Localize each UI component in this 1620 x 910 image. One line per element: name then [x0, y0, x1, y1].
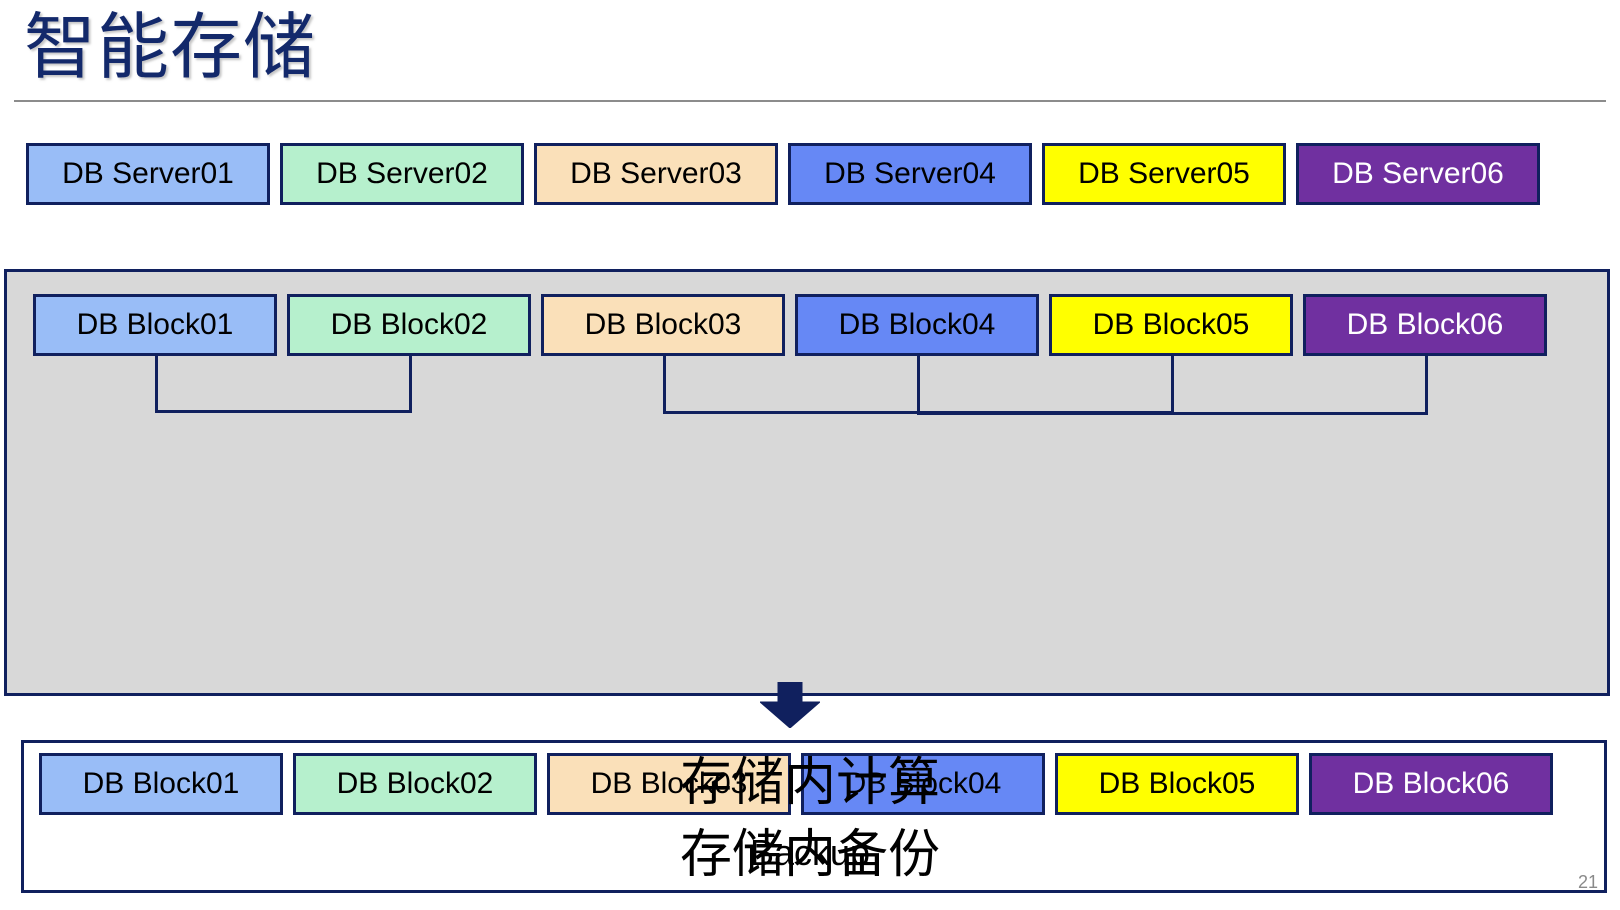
- db-block-box-3[interactable]: DB Block03: [541, 294, 785, 356]
- down-arrow-icon: [760, 682, 820, 728]
- connector-vline-DB Block03: [663, 356, 666, 411]
- db-block-box-6[interactable]: DB Block06: [1303, 294, 1547, 356]
- caption-line-1: 存储内计算: [679, 754, 940, 812]
- connector-vline-DB Block06: [1425, 356, 1428, 412]
- backup-block-box-5[interactable]: DB Block05: [1055, 753, 1299, 815]
- connector-hline-DB Block04-DB Block06: [917, 412, 1428, 415]
- db-server-box-1[interactable]: DB Server01: [26, 143, 270, 205]
- backup-block-box-6[interactable]: DB Block06: [1309, 753, 1553, 815]
- storage-label: Storage: [7, 902, 1613, 910]
- backup-block-box-3[interactable]: DB Block03: [547, 753, 791, 815]
- db-block-box-1[interactable]: DB Block01: [33, 294, 277, 356]
- db-server-box-6[interactable]: DB Server06: [1296, 143, 1540, 205]
- backup-block-box-1[interactable]: DB Block01: [39, 753, 283, 815]
- db-server-box-2[interactable]: DB Server02: [280, 143, 524, 205]
- backup-label: Backup: [749, 832, 871, 873]
- connector-vline-DB Block04: [917, 356, 920, 412]
- backup-block-box-2[interactable]: DB Block02: [293, 753, 537, 815]
- db-server-box-3[interactable]: DB Server03: [534, 143, 778, 205]
- db-block-box-4[interactable]: DB Block04: [795, 294, 1039, 356]
- db-block-box-2[interactable]: DB Block02: [287, 294, 531, 356]
- connector-vline-DB Block05: [1171, 356, 1174, 411]
- db-block-box-5[interactable]: DB Block05: [1049, 294, 1293, 356]
- db-server-box-5[interactable]: DB Server05: [1042, 143, 1286, 205]
- connector-vline-DB Block01: [155, 356, 158, 410]
- page-title: 智能存储: [24, 8, 317, 88]
- title-divider: [14, 100, 1606, 102]
- caption-line-2: 存储内备份: [679, 826, 940, 884]
- backup-block-box-4[interactable]: DB Block04: [801, 753, 1045, 815]
- connector-vline-DB Block02: [409, 356, 412, 410]
- connector-hline-DB Block01-DB Block02: [155, 410, 412, 413]
- db-server-box-4[interactable]: DB Server04: [788, 143, 1032, 205]
- page-number: 21: [1577, 872, 1598, 892]
